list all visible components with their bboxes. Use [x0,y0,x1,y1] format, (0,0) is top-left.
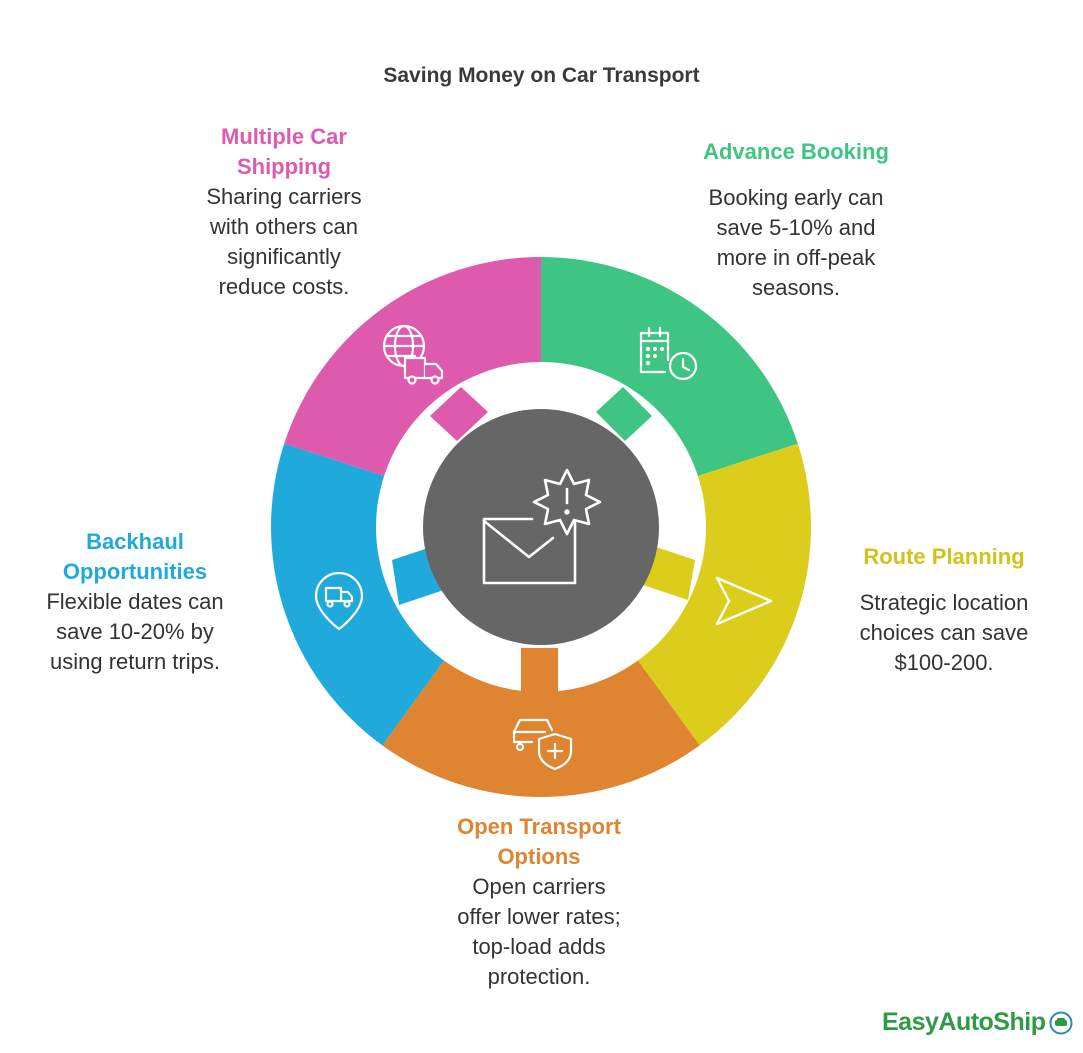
calendar-clock-icon [639,326,698,381]
segment-backhaul-opportunities [271,443,444,746]
tab-open [521,648,558,700]
desc-backhaul-opportunities: Flexible dates can save 10-20% by using … [46,589,224,674]
desc-route-planning: Strategic location choices can save $100… [859,590,1029,675]
car-shield-icon [512,718,573,771]
page-title: Saving Money on Car Transport [383,64,700,87]
segment-open-transport-options [382,660,700,797]
tab-advance [596,387,652,441]
globe-truck-icon [382,324,444,385]
logo-part-autoship: AutoShip [938,1008,1046,1036]
navigation-arrow-icon [715,576,773,626]
label-multiple-car-shipping: Multiple Car Shipping [221,124,347,179]
block-route-planning: Route Planning Strategic location choice… [833,542,1055,678]
block-advance-booking: Advance Booking Booking early can save 5… [676,137,916,303]
desc-advance-booking: Booking early can save 5-10% and more in… [708,185,884,300]
brand-logo: EasyAutoShip [882,1008,1073,1037]
block-multiple-car-shipping: Multiple Car Shipping Sharing carriers w… [173,122,395,302]
label-backhaul-opportunities: Backhaul Opportunities [62,529,208,584]
tab-route [643,545,695,600]
truck-location-icon [314,571,364,631]
block-open-transport-options: Open Transport Options Open carriers off… [418,812,660,992]
logo-part-easy: Easy [882,1008,939,1036]
tab-multiple [430,387,488,441]
label-open-transport-options: Open Transport Options [457,814,621,869]
label-advance-booking: Advance Booking [703,139,889,164]
label-route-planning: Route Planning [863,544,1025,569]
car-badge-icon [1049,1011,1073,1034]
block-backhaul-opportunities: Backhaul Opportunities Flexible dates ca… [22,527,248,677]
envelope-alert-icon [482,468,602,585]
desc-open-transport-options: Open carriers offer lower rates; top-loa… [457,874,621,989]
desc-multiple-car-shipping: Sharing carriers with others can signifi… [206,184,362,299]
logo-text: EasyAutoShip [882,1008,1046,1037]
center-circle [423,409,659,645]
